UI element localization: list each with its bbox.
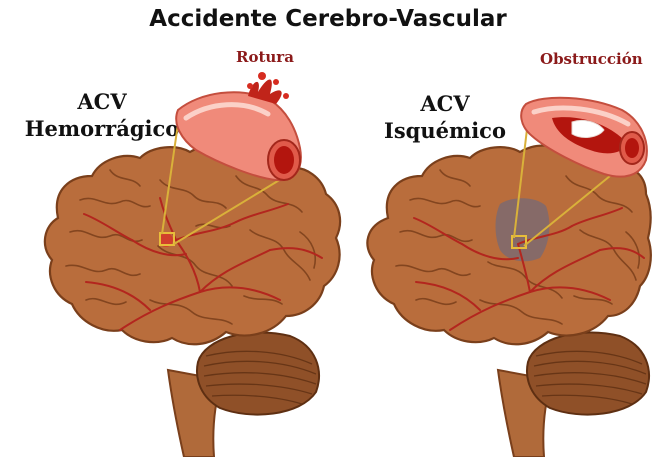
hemorrhagic-brain <box>45 146 340 457</box>
cerebrum <box>45 146 340 345</box>
ischemic-area <box>496 198 550 261</box>
ischemic-brain <box>367 146 650 457</box>
